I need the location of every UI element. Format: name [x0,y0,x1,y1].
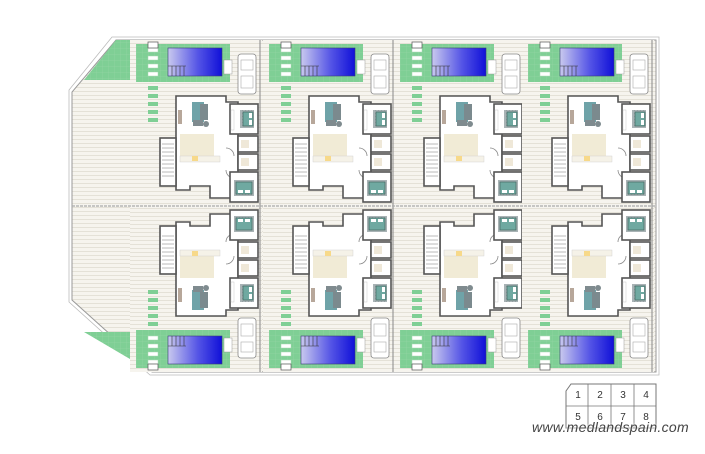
plot-5 [129,205,263,373]
key-cell-1: 1 [575,389,581,401]
plot-3 [393,39,527,207]
plot-7 [393,205,527,373]
key-map-outline [565,383,657,429]
key-cell-6: 6 [597,411,603,423]
plot-8 [521,205,655,373]
key-cell-7: 7 [620,411,626,423]
watermark: www.medlandspain.com [532,419,689,435]
plot-4 [521,39,655,207]
plot-key-map: 1 2 3 4 5 6 7 8 [563,383,657,429]
key-cell-2: 2 [597,389,603,401]
plot-6 [262,205,396,373]
key-cell-4: 4 [643,389,649,401]
plot-2 [262,39,396,207]
key-cell-5: 5 [575,411,581,423]
key-cell-8: 8 [643,411,649,423]
plot-1 [129,39,263,207]
key-cell-3: 3 [620,389,626,401]
